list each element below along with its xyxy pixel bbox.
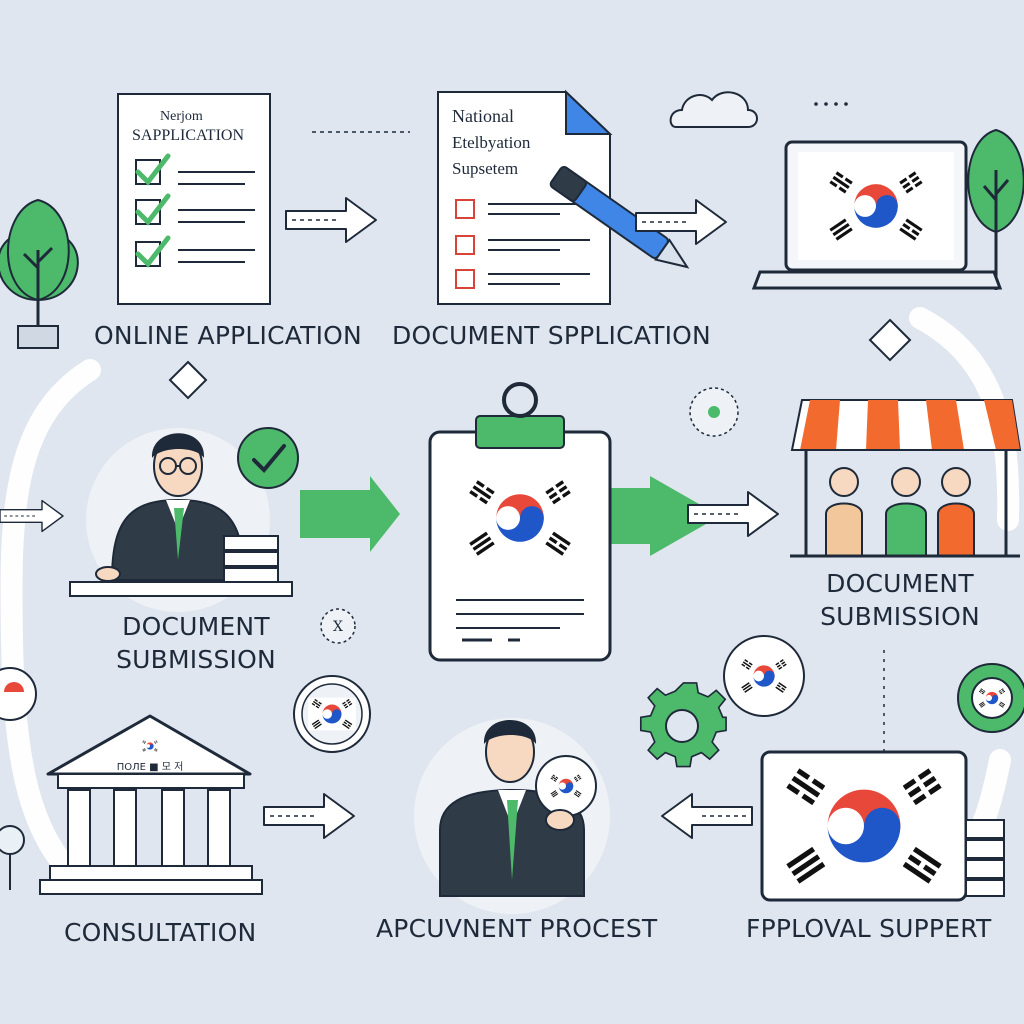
- gear-icon: [639, 682, 727, 768]
- officer-icon: [414, 718, 610, 914]
- cloud-icon: [669, 91, 848, 128]
- tree-icon: [0, 825, 25, 890]
- document-form-icon: National Etelbyation Supsetem: [437, 89, 613, 305]
- flag-badge-icon: [293, 675, 371, 753]
- building-sign: ПОЛЕ ■ 모 저: [117, 761, 184, 773]
- doc2-line-1: National: [452, 106, 514, 126]
- green-arrow-left: [300, 476, 400, 552]
- doc-line-2: SAPPLICATION: [132, 127, 244, 144]
- tree-icon: [0, 198, 79, 349]
- market-stall-icon: [790, 399, 1022, 558]
- small-badge: X: [320, 608, 356, 644]
- step-label-fpploval-suppert: FPPLOVAL SUPPERT: [746, 914, 992, 943]
- doc2-line-3: Supsetem: [452, 159, 518, 178]
- flag-badge-icon: [0, 667, 37, 721]
- step-label-document-submission-left: DOCUMENT SUBMISSION: [116, 612, 276, 674]
- step-label-consultation: CONSULTATION: [64, 918, 257, 947]
- arrow-step1-to-step2: [285, 197, 377, 243]
- target-badge: [689, 387, 739, 437]
- arrow-approval-to-process: [661, 793, 753, 839]
- pen-icon: [549, 166, 690, 269]
- step-label-document-spplication: DOCUMENT SPPLICATION: [392, 321, 711, 350]
- diamond-marker: [168, 318, 912, 400]
- flag-badge-icon: [957, 663, 1024, 733]
- doc2-line-2: Etelbyation: [452, 133, 531, 152]
- laptop-flag-icon: [751, 140, 1003, 290]
- step-label-apcuvnent-procest: APCUVNENT PROCEST: [376, 914, 658, 943]
- server-icon: [965, 819, 1005, 897]
- arrow-to-stall: [687, 491, 779, 537]
- flag-badge-icon: [723, 635, 805, 717]
- approval-flag-icon: [760, 750, 968, 902]
- step-label-online-application: ONLINE APPLICATION: [94, 321, 362, 350]
- small-badge-text: X: [333, 619, 343, 635]
- officer-icon: [69, 428, 293, 612]
- arrow-consult-to-process: [263, 793, 355, 839]
- green-arrow-right: [610, 476, 720, 556]
- check-badge-icon: [237, 427, 299, 489]
- checklist-document-icon: Nerjom SAPPLICATION: [117, 93, 271, 305]
- doc-line-1: Nerjom: [160, 109, 203, 124]
- step-label-document-submission-right: DOCUMENT SUBMISSION: [820, 569, 980, 631]
- tree-icon: [967, 128, 1024, 290]
- government-building-icon: ПОЛЕ ■ 모 저: [39, 714, 263, 895]
- clipboard-flag-icon: [428, 382, 612, 662]
